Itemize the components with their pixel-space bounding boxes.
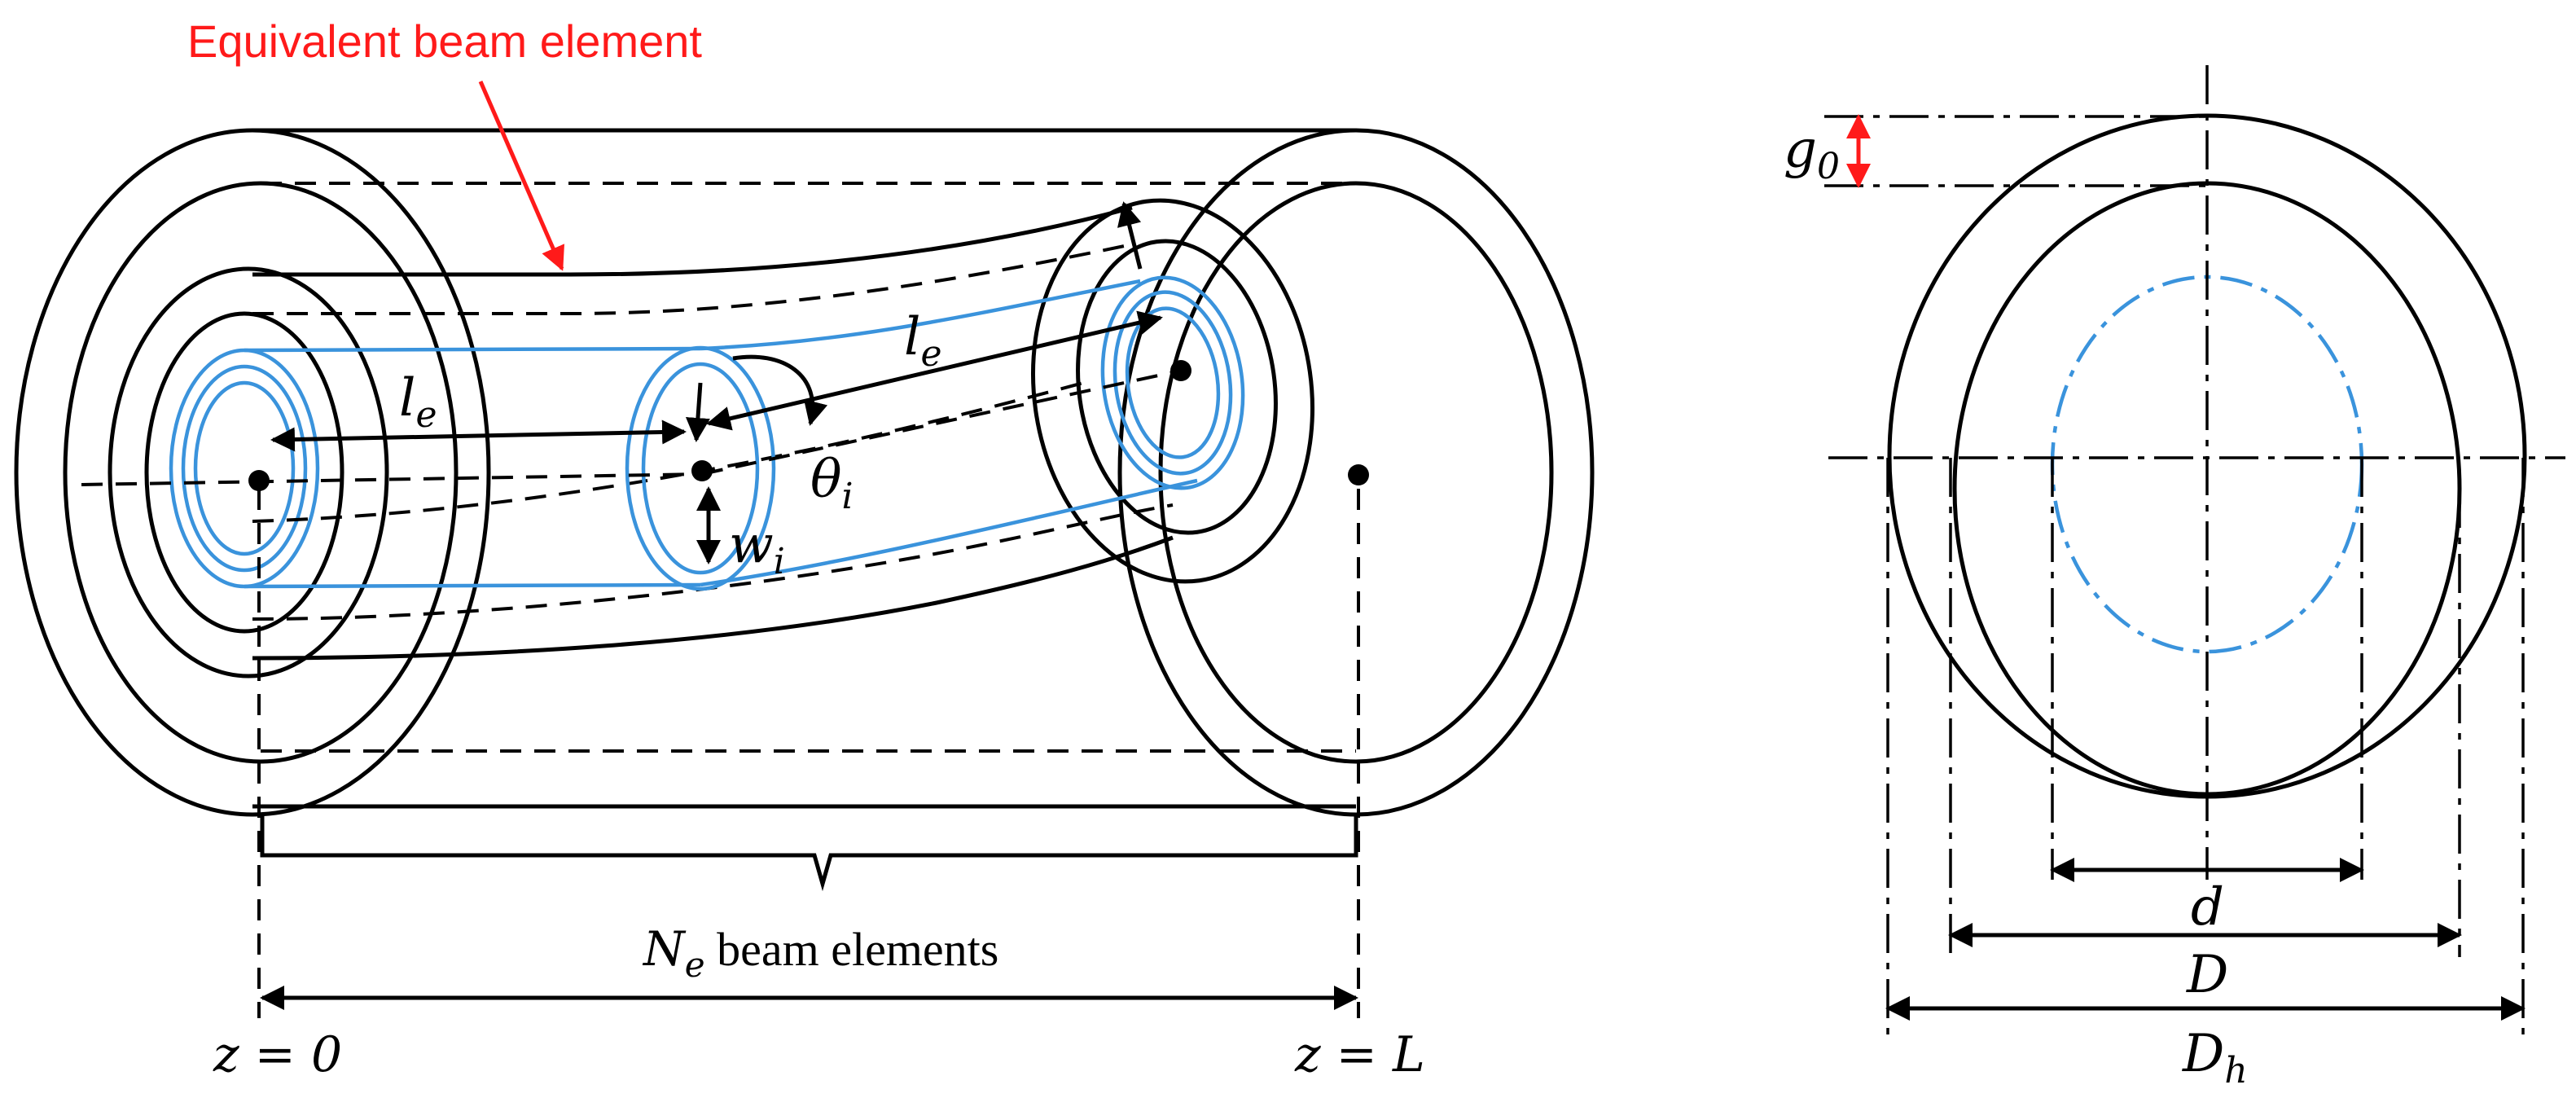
axis-right [701,369,1182,476]
le-right-arrow [706,310,1163,431]
theta-label: θi [810,450,854,517]
le-left-arrow [270,419,687,452]
housing-center [1348,464,1369,485]
le-right-label: le [904,307,942,375]
axis-left [81,472,703,486]
cross-section-view: g0 d D Dh [1784,65,2565,1091]
node-middle [691,460,713,481]
left-end-rings [108,266,389,679]
beam-element-blue [244,279,1198,591]
D-label: D [2186,945,2228,1005]
Dh-label: Dh [2182,1024,2248,1091]
beam-outer-surface [252,205,1174,661]
d-label: d [2191,877,2224,938]
bore-cylinder [63,181,1554,764]
wi-small-arrow [685,382,710,442]
right-end-rings [1031,198,1314,584]
g0-label: g0 [1784,120,1840,187]
z0-label: z = 0 [213,1026,342,1083]
equivalent-beam-pointer [478,81,564,271]
ne-label: Ne beam elements [642,921,998,985]
equivalent-beam-label: Equivalent beam element [187,15,702,67]
ne-brace [260,815,1358,892]
theta-rotation-arrow [732,354,828,426]
le-left-label: le [399,368,437,436]
shaft-3d-view: Equivalent beam element le le θi wi Ne b… [14,15,1595,1083]
w-label: wi [729,515,785,582]
ring-radius-arrow [1117,201,1143,270]
zL-label: z = L [1294,1026,1425,1083]
